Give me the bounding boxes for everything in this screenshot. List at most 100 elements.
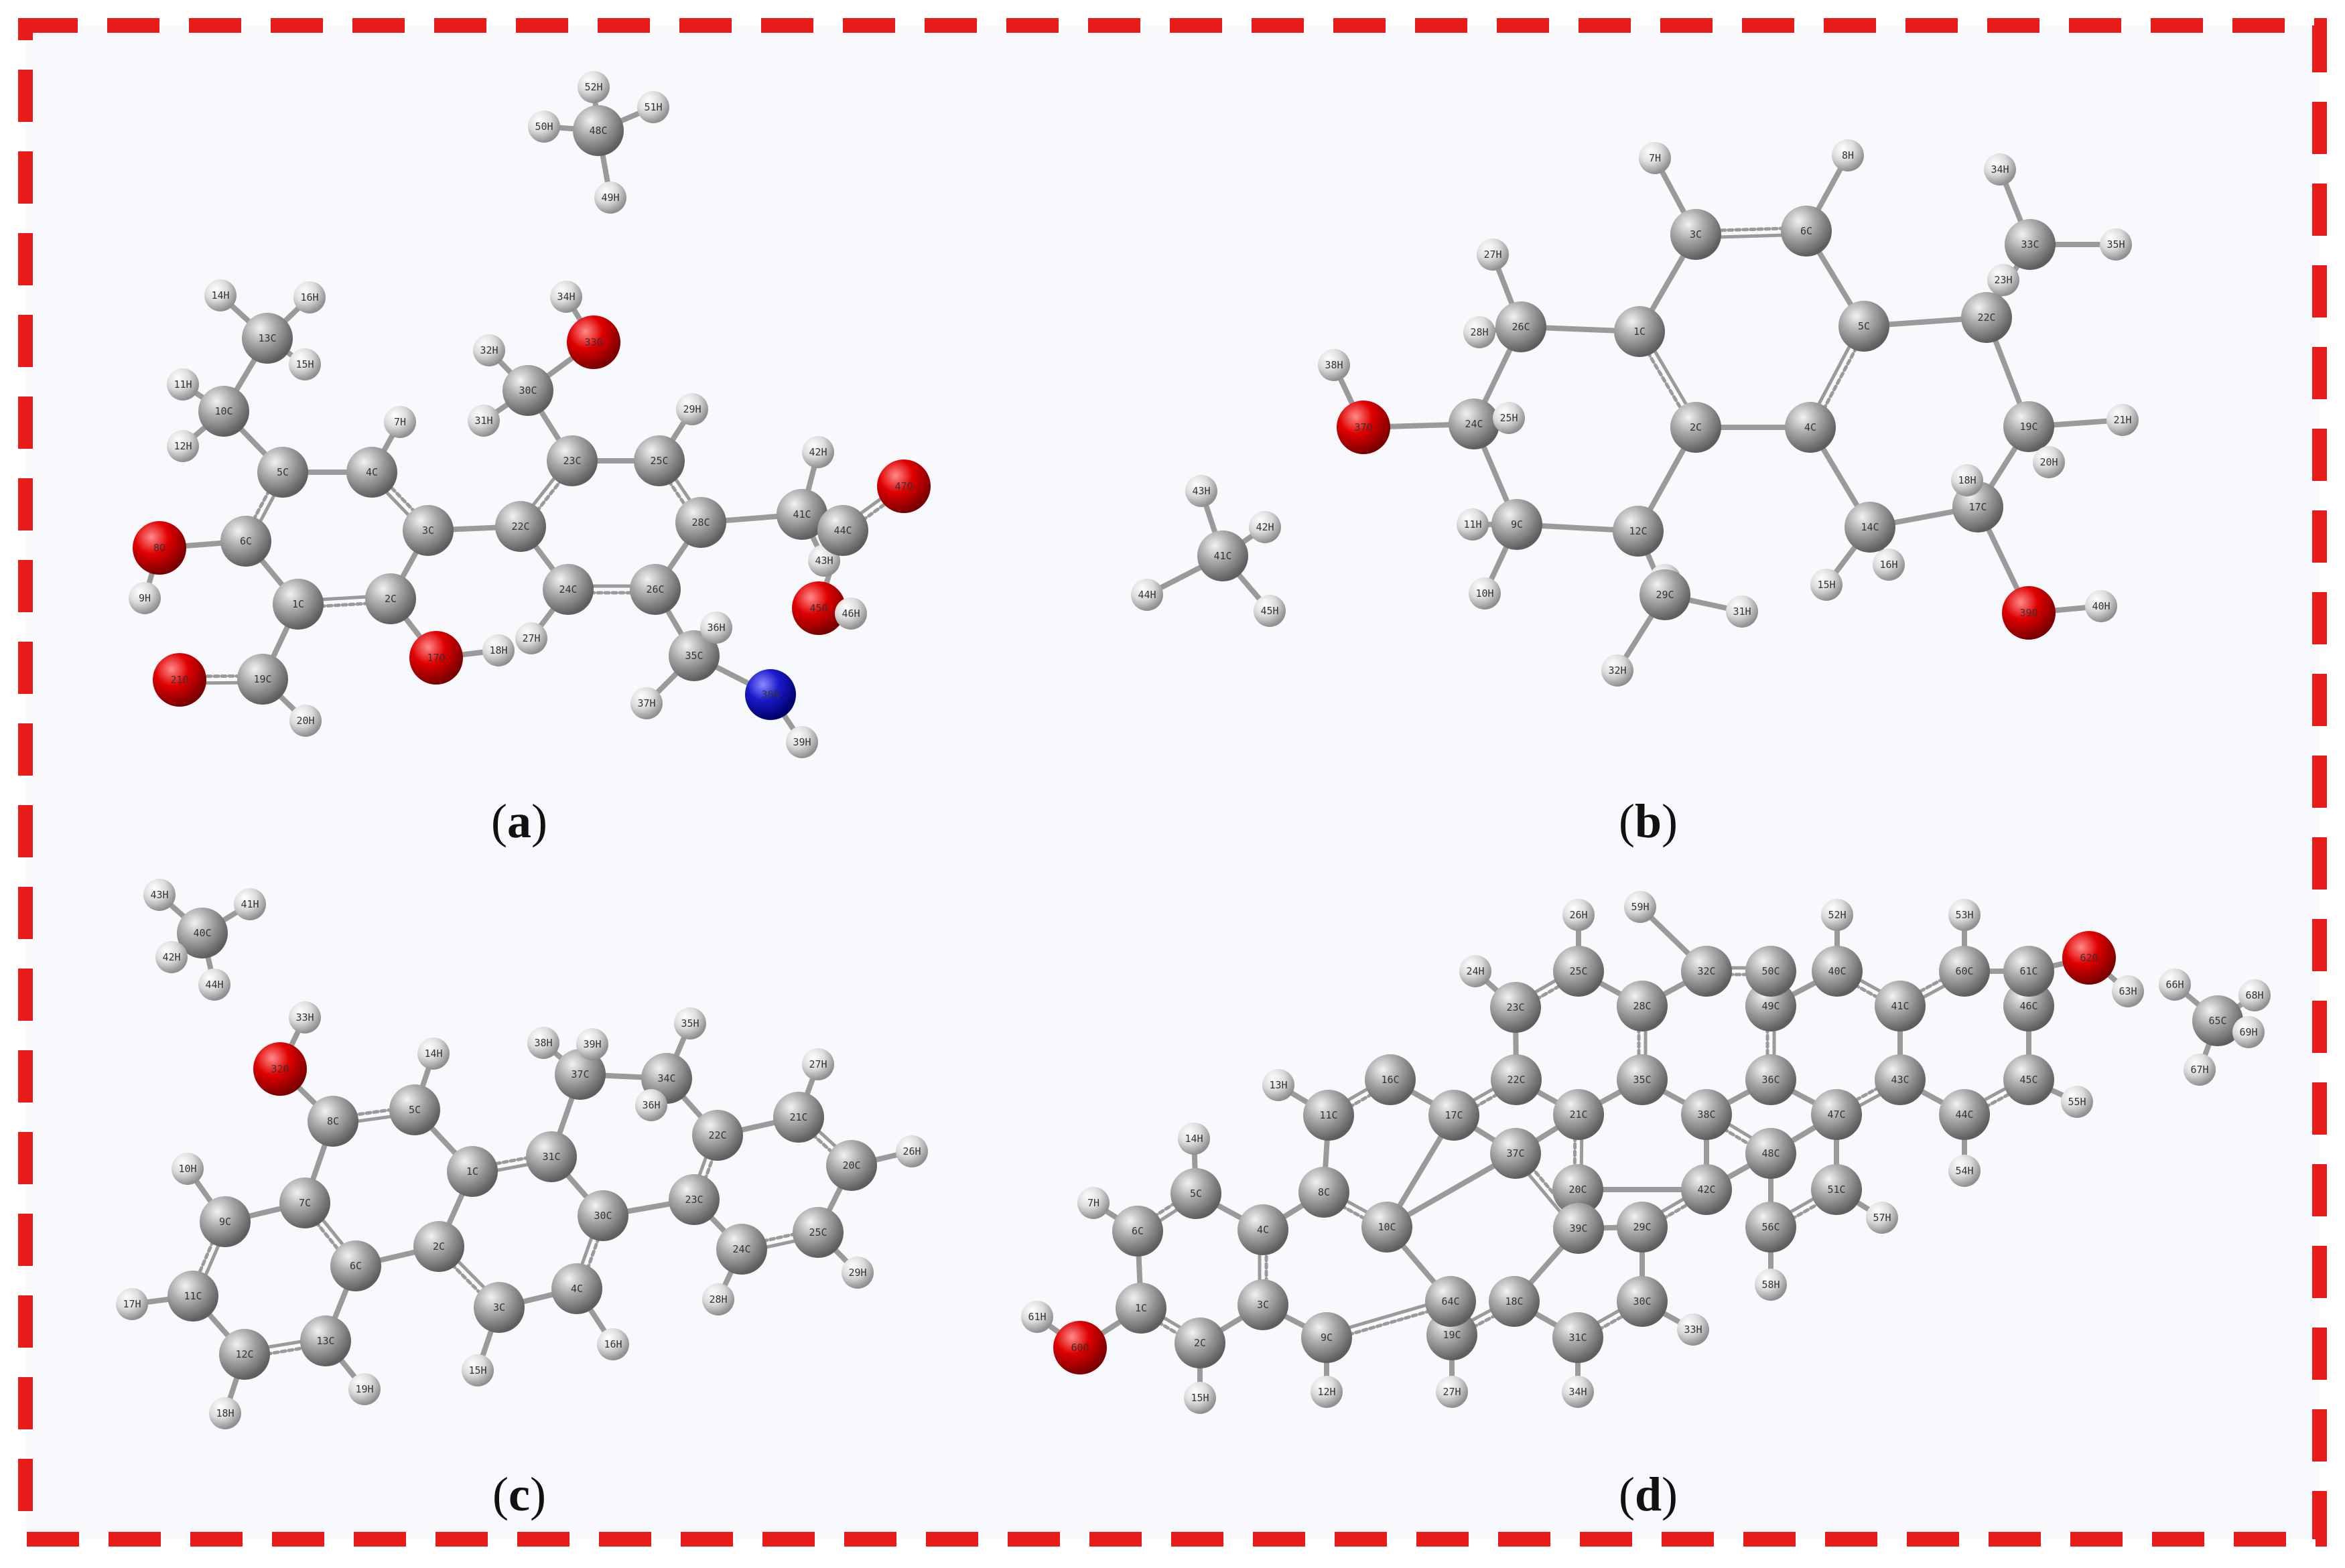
atom-sphere bbox=[1639, 569, 1690, 620]
atom-label: 27H bbox=[809, 1058, 827, 1070]
atom-17O: 17O bbox=[409, 631, 463, 685]
atom-37C: 37C bbox=[555, 1049, 606, 1100]
atom-sphere bbox=[168, 1271, 218, 1322]
atom-label: 50H bbox=[535, 121, 553, 133]
atom-sphere bbox=[417, 1038, 450, 1070]
atom-42C: 42C bbox=[1681, 1164, 1732, 1215]
atom-label: 5C bbox=[277, 466, 289, 478]
atom-19C: 19C bbox=[237, 654, 288, 705]
atom-25C: 25C bbox=[634, 435, 685, 486]
atom-47O: 47O bbox=[877, 459, 931, 513]
atom-label: 40C bbox=[1828, 965, 1846, 977]
atom-label: 47O bbox=[894, 480, 913, 492]
atom-sphere bbox=[551, 1263, 602, 1314]
atom-23C: 23C bbox=[669, 1174, 720, 1225]
atom-label: 61H bbox=[1028, 1311, 1046, 1323]
atom-label: 2C bbox=[385, 593, 397, 605]
atom-21C: 21C bbox=[773, 1092, 824, 1143]
atom-label: 10C bbox=[1378, 1221, 1396, 1233]
atom-label: 45O bbox=[809, 602, 827, 614]
atom-sphere bbox=[543, 564, 594, 615]
atom-label: 31C bbox=[542, 1151, 560, 1163]
atoms-panel-b: 1C2C3C4C5C6C7H8H9C10H11H12C13H14C15H16H1… bbox=[1131, 139, 2139, 687]
atom-label: 25C bbox=[650, 455, 668, 467]
atom-2C: 2C bbox=[413, 1221, 464, 1272]
atom-35H: 35H bbox=[2100, 228, 2132, 261]
atom-label: 18C bbox=[1505, 1295, 1523, 1307]
atom-15H: 15H bbox=[289, 348, 321, 380]
atom-label: 15H bbox=[1817, 579, 1835, 591]
atom-sphere bbox=[1812, 946, 1863, 997]
atom-sphere bbox=[1745, 1128, 1796, 1179]
atom-sphere bbox=[2003, 946, 2054, 997]
atom-sphere bbox=[1811, 1089, 1862, 1140]
atom-label: 37O bbox=[1354, 421, 1372, 433]
atom-sphere bbox=[1553, 1203, 1604, 1254]
atom-9C: 9C bbox=[1491, 499, 1542, 550]
atom-sphere bbox=[1821, 899, 1853, 931]
atom-sphere bbox=[1463, 316, 1495, 348]
atom-sphere bbox=[1617, 981, 1668, 1031]
atom-label: 21O bbox=[170, 674, 188, 686]
atom-57H: 57H bbox=[1866, 1202, 1898, 1234]
atom-6C: 6C bbox=[220, 516, 271, 567]
atom-sphere bbox=[630, 687, 663, 719]
atom-label: 42H bbox=[162, 951, 180, 963]
atom-sphere bbox=[817, 505, 868, 556]
atom-sphere bbox=[578, 71, 610, 103]
atom-11C: 11C bbox=[168, 1271, 218, 1322]
atom-5C: 5C bbox=[1838, 301, 1889, 352]
atom-label: 13C bbox=[258, 332, 276, 344]
atom-sphere bbox=[1170, 1168, 1221, 1219]
atom-34H: 34H bbox=[1562, 1376, 1594, 1408]
atom-sphere bbox=[167, 368, 199, 401]
atom-sphere bbox=[200, 1196, 251, 1247]
atom-sphere bbox=[1552, 1164, 1603, 1215]
atom-sphere bbox=[573, 105, 624, 156]
atom-label: 4C bbox=[366, 466, 378, 478]
atom-43H: 43H bbox=[1185, 475, 1217, 507]
atom-sphere bbox=[1845, 502, 1895, 553]
atom-label: 11C bbox=[184, 1290, 202, 1302]
atom-43H: 43H bbox=[143, 879, 176, 911]
atom-27H: 27H bbox=[1436, 1376, 1468, 1408]
atom-sphere bbox=[1755, 1269, 1787, 1301]
atom-sphere bbox=[700, 612, 732, 644]
atom-sphere bbox=[716, 1224, 767, 1275]
atom-label: 39C bbox=[1569, 1222, 1587, 1234]
atom-41C: 41C bbox=[1197, 530, 1248, 581]
atom-label: 61C bbox=[2019, 965, 2037, 977]
atom-1C: 1C bbox=[447, 1146, 498, 1197]
atom-sphere bbox=[527, 1027, 559, 1059]
atom-66H: 66H bbox=[2159, 969, 2191, 1001]
atom-sphere bbox=[198, 386, 249, 437]
atom-label: 31H bbox=[474, 415, 492, 427]
atom-sphere bbox=[777, 489, 827, 540]
atom-sphere bbox=[675, 497, 726, 548]
atom-sphere bbox=[403, 505, 454, 556]
atom-label: 60C bbox=[1955, 965, 1973, 977]
atom-label: 67H bbox=[2190, 1064, 2208, 1076]
atom-28C: 28C bbox=[675, 497, 726, 548]
atom-label: 10H bbox=[178, 1163, 196, 1175]
atom-sphere bbox=[1425, 1276, 1476, 1327]
caption-letter-a: a bbox=[507, 794, 531, 848]
atom-sphere bbox=[1614, 306, 1665, 357]
atom-label: 36C bbox=[1761, 1074, 1780, 1086]
atom-sphere bbox=[116, 1288, 148, 1320]
atom-label: 11H bbox=[174, 378, 192, 390]
atom-36H: 36H bbox=[635, 1089, 667, 1121]
atom-label: 59H bbox=[1631, 901, 1649, 913]
atom-32H: 32H bbox=[473, 334, 505, 366]
atom-19H: 19H bbox=[348, 1373, 381, 1405]
atom-59H: 59H bbox=[1624, 891, 1656, 923]
atom-label: 64C bbox=[1441, 1295, 1459, 1307]
atom-23H: 23H bbox=[1987, 264, 2019, 296]
atom-sphere bbox=[567, 315, 620, 369]
atom-sphere bbox=[1617, 1202, 1668, 1253]
atom-45H: 45H bbox=[1254, 595, 1286, 627]
atom-sphere bbox=[1562, 1376, 1594, 1408]
atom-sphere bbox=[1875, 981, 1926, 1031]
atom-label: 43C bbox=[1891, 1074, 1909, 1086]
atom-sphere bbox=[2061, 1086, 2093, 1118]
